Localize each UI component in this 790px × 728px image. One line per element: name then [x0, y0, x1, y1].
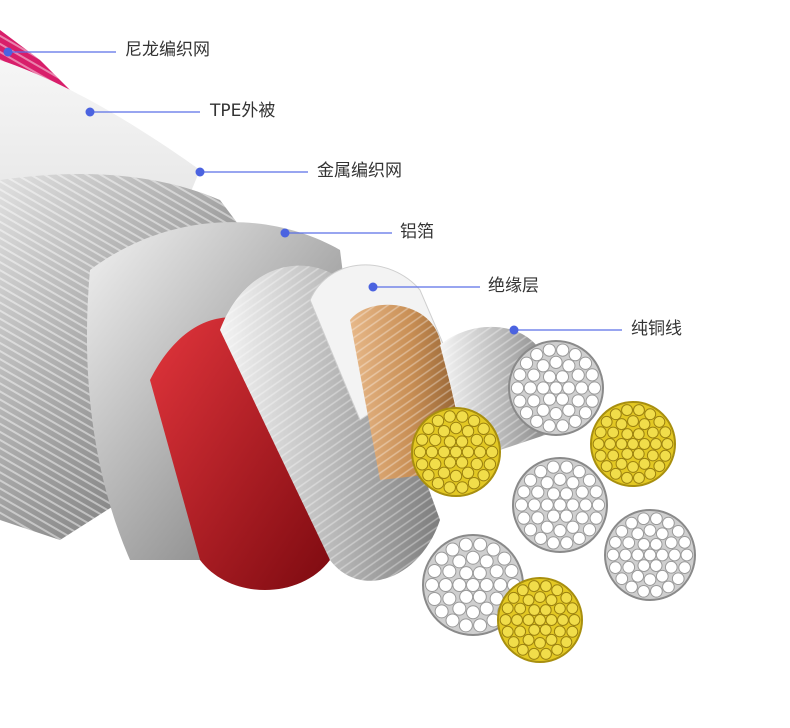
callout-dot-nylon-braid [3, 47, 13, 57]
callout-leaders [3, 47, 622, 335]
tinned-strand-face-7 [497, 577, 583, 663]
callout-dot-pure-copper [509, 325, 519, 335]
shield-wire-bundle [220, 265, 440, 581]
label-insulation: 绝缘层 [488, 276, 539, 296]
callout-dot-metal-braid [195, 167, 205, 177]
callout-dot-aluminum-foil [280, 228, 290, 238]
conductor-end-faces [411, 340, 696, 663]
callout-dot-insulation [368, 282, 378, 292]
label-aluminum-foil: 铝箔 [400, 222, 434, 242]
silver-strand-face-6 [604, 509, 696, 601]
label-nylon-braid: 尼龙编织网 [125, 40, 210, 60]
tinned-strand-face-2 [411, 407, 501, 497]
silver-strand-face-4 [512, 457, 608, 553]
label-metal-braid: 金属编织网 [317, 161, 402, 181]
label-tpe-jacket: TPE外被 [210, 101, 276, 121]
label-pure-copper: 纯铜线 [631, 319, 682, 339]
tinned-strand-face-3 [590, 401, 676, 487]
callout-dot-tpe-jacket [85, 107, 95, 117]
silver-strand-face-5 [422, 534, 524, 636]
silver-strand-face-1 [508, 340, 604, 436]
